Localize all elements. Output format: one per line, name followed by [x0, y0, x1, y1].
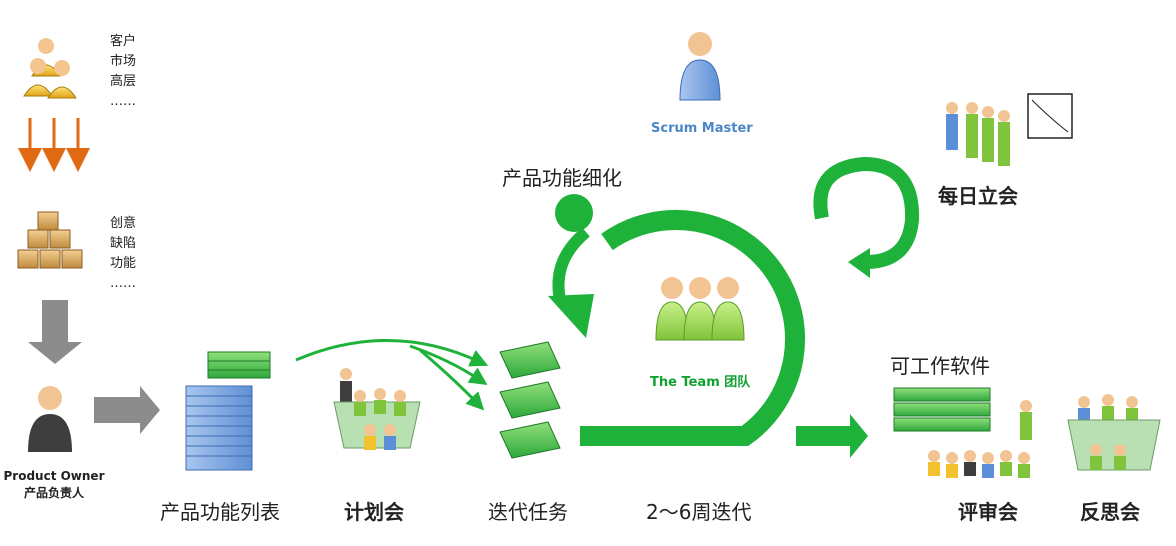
grooming-label: 产品功能细化	[502, 166, 622, 190]
stakeholders-icon	[23, 38, 77, 99]
scrum-master-label: Scrum Master	[651, 121, 753, 136]
daily-label: 每日立会	[938, 184, 1018, 208]
stakeholder-item: 客户	[110, 34, 137, 49]
retrospective-icon	[1067, 394, 1161, 471]
stakeholder-item: ……	[110, 94, 136, 109]
standup-icon	[946, 93, 1073, 166]
input-item: 创意	[110, 216, 137, 231]
team-label: The Team 团队	[650, 375, 751, 390]
stakeholder-item: 高层	[110, 74, 137, 89]
review-label: 评审会	[958, 500, 1018, 524]
software-label: 可工作软件	[890, 354, 990, 378]
backlog-label: 产品功能列表	[160, 500, 280, 524]
product-owner-label: Product Owner 产品负责人	[0, 468, 108, 502]
retro-label: 反思会	[1080, 500, 1140, 524]
product-owner-icon	[28, 386, 72, 452]
product-owner-cn: 产品负责人	[23, 486, 84, 500]
sprint-backlog-label: 迭代任务	[488, 500, 568, 524]
stakeholder-list: 客户 市场 高层 ……	[110, 32, 136, 112]
input-item: 缺陷	[110, 236, 137, 251]
product-backlog-stack	[185, 351, 271, 471]
planning-label: 计划会	[344, 500, 404, 524]
stakeholder-item: 市场	[110, 54, 137, 69]
product-owner-en: Product Owner	[3, 469, 105, 483]
sprint-loop	[548, 194, 806, 446]
sprint-backlog-docs	[499, 341, 561, 459]
gray-down-arrow	[28, 300, 82, 364]
working-software-stack	[893, 387, 991, 432]
input-item: 功能	[110, 256, 137, 271]
gray-right-arrow	[94, 386, 160, 434]
team-icon	[655, 277, 745, 341]
sprint-length-label: 2～6周迭代	[646, 500, 752, 524]
planning-flow-arrows	[295, 339, 489, 411]
green-right-arrow	[796, 414, 868, 458]
review-meeting-icon	[928, 400, 1032, 478]
boxes-icon	[17, 211, 83, 269]
daily-loop	[813, 156, 920, 278]
planning-meeting-icon	[333, 368, 421, 450]
input-item: ……	[110, 276, 136, 291]
input-list: 创意 缺陷 功能 ……	[110, 214, 136, 294]
scrum-master-icon	[679, 32, 721, 101]
orange-down-arrows	[18, 118, 90, 172]
